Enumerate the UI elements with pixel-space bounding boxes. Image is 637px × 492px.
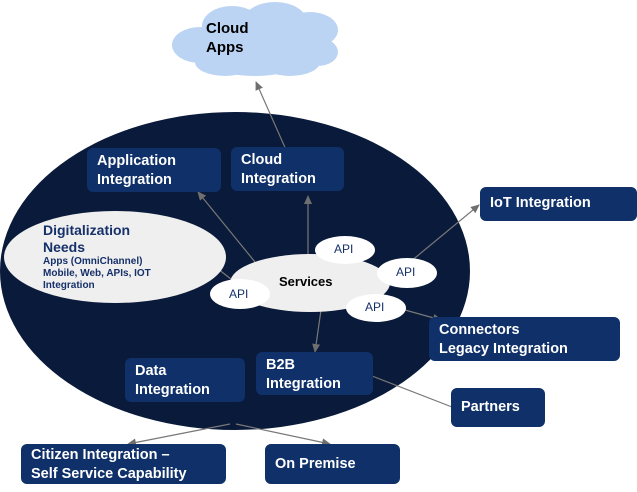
citizen-integration-box[interactable]: Citizen Integration – Self Service Capab… — [21, 444, 226, 484]
api-label-right: API — [396, 265, 416, 279]
api-bubble-top — [315, 236, 375, 264]
api-bubble-left — [210, 279, 270, 309]
connector-partners — [371, 375, 453, 408]
services-hub — [230, 254, 390, 312]
connector-b2b — [312, 309, 322, 353]
connector-iot — [409, 204, 480, 263]
digitalization-needs-label: Digitalization Needs Apps (OmniChannel) … — [43, 222, 151, 291]
connector-on-premise — [235, 423, 331, 447]
data-integration-box[interactable]: Data Integration — [125, 358, 245, 402]
on-premise-box[interactable]: On Premise — [265, 444, 400, 484]
digitalization-needs-ellipse — [4, 211, 226, 303]
cloud-integration-box[interactable]: Cloud Integration — [231, 147, 344, 191]
connector-application-integration — [197, 191, 256, 263]
api-label-bottom: API — [365, 300, 385, 314]
partners-box[interactable]: Partners — [451, 388, 545, 427]
connector-citizen — [127, 423, 231, 447]
api-bubble-right — [377, 258, 437, 288]
connectors-legacy-integration-box[interactable]: Connectors Legacy Integration — [429, 317, 620, 361]
api-label-top: API — [334, 242, 354, 256]
services-label: Services — [279, 274, 333, 289]
api-label-left: API — [229, 287, 249, 301]
cloud-apps-label: Cloud Apps — [206, 20, 249, 56]
iot-integration-box[interactable]: IoT Integration — [480, 187, 637, 221]
api-bubble-bottom — [346, 294, 406, 322]
cloud-apps-shape — [172, 2, 338, 76]
connector-cloud-apps — [255, 81, 288, 153]
application-integration-box[interactable]: Application Integration — [87, 148, 221, 192]
b2b-integration-box[interactable]: B2B Integration — [256, 352, 373, 395]
